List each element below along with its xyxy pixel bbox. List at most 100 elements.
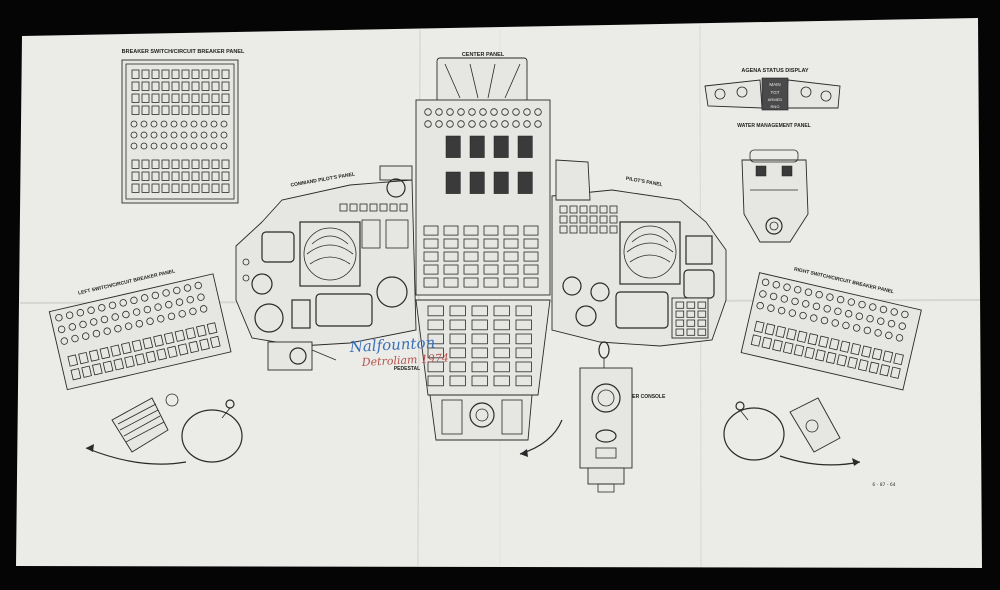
toggle-switch	[141, 105, 150, 115]
breaker-knob	[826, 293, 834, 301]
breaker-knob	[130, 131, 138, 139]
breaker-knob	[71, 334, 79, 343]
toggle-switch	[70, 368, 82, 381]
breaker-knob	[130, 296, 138, 305]
toggle-switch	[92, 363, 103, 376]
breaker-knob	[804, 288, 813, 296]
breaker-knob	[170, 120, 178, 128]
toggle-switch	[523, 238, 539, 249]
toggle-switch	[151, 81, 160, 91]
breaker-knob	[150, 131, 158, 139]
toggle-switch	[423, 238, 439, 249]
toggle-switch	[515, 319, 532, 331]
breaker-knob	[150, 142, 158, 150]
toggle-switch	[599, 215, 608, 224]
breaker-knob	[885, 331, 893, 340]
command-pilot-panel: COMMAND PILOT'S PANEL	[235, 165, 417, 371]
toggle-switch	[181, 81, 190, 91]
breaker-knob	[111, 313, 119, 321]
toggle-switch	[211, 69, 220, 79]
toggle-switch	[201, 105, 210, 115]
breaker-knob	[874, 329, 882, 337]
toggle-switch	[113, 358, 125, 371]
toggle-switch	[181, 159, 190, 169]
toggle-switch	[423, 251, 439, 262]
breaker-knob	[87, 306, 95, 314]
toggle-switch	[379, 203, 388, 212]
agena-armed-light: ARMED	[768, 97, 783, 102]
toggle-switch	[796, 330, 808, 343]
breaker-knob	[446, 108, 454, 116]
figure-number: 6 - 87 - 64	[872, 482, 895, 488]
toggle-switch	[171, 159, 180, 169]
breaker-knob	[140, 131, 148, 139]
toggle-switch	[857, 359, 869, 372]
toggle-switch	[569, 215, 578, 224]
toggle-switch	[171, 171, 180, 181]
toggle-switch	[145, 350, 157, 363]
toggle-switch	[163, 332, 175, 345]
toggle-switch	[686, 301, 696, 309]
breaker-knob	[788, 309, 797, 317]
toggle-switch	[427, 319, 444, 331]
breaker-knob	[167, 312, 176, 321]
breaker-knob	[100, 315, 109, 324]
right-hand-controller	[723, 397, 861, 466]
breaker-knob	[457, 108, 465, 116]
toggle-switch	[191, 105, 200, 115]
toggle-switch	[825, 351, 837, 364]
indicator-light	[493, 135, 509, 158]
agena-rng-light: RNG	[771, 104, 780, 109]
toggle-switch	[559, 215, 568, 224]
toggle-switch	[339, 203, 348, 212]
toggle-switch	[449, 375, 466, 387]
toggle-switch	[185, 327, 196, 340]
breaker-knob	[132, 308, 141, 316]
breaker-switch-grid	[130, 69, 230, 193]
breaker-knob	[479, 120, 487, 128]
agena-title: AGENA STATUS DISPLAY	[741, 68, 809, 74]
toggle-switch	[493, 305, 510, 317]
toggle-switch	[515, 375, 532, 387]
toggle-switch	[174, 329, 186, 342]
breaker-knob	[140, 294, 149, 302]
toggle-switch	[589, 205, 598, 214]
toggle-switch	[503, 277, 519, 288]
toggle-switch	[211, 183, 220, 193]
toggle-switch	[599, 225, 608, 234]
toggle-switch	[191, 93, 200, 103]
breaker-knob	[842, 321, 850, 330]
toggle-switch	[761, 336, 773, 350]
toggle-switch	[463, 225, 479, 236]
toggle-switch	[141, 81, 150, 91]
breaker-knob	[877, 317, 885, 325]
toggle-switch	[471, 319, 488, 331]
signature-line-1: Nalfounton	[348, 334, 435, 357]
toggle-switch	[879, 364, 891, 377]
toggle-switch	[861, 345, 872, 358]
toggle-switch	[815, 349, 826, 362]
breaker-knob	[200, 120, 208, 128]
toggle-switch	[675, 301, 685, 309]
breaker-knob	[79, 320, 87, 329]
toggle-switch	[191, 69, 200, 79]
toggle-switch	[868, 361, 880, 374]
toggle-switch	[697, 301, 707, 309]
toggle-switch	[171, 93, 180, 103]
breaker-knob	[108, 301, 117, 309]
toggle-switch	[782, 341, 794, 355]
breaker-knob	[194, 281, 202, 290]
breaker-knob	[180, 120, 188, 128]
toggle-switch	[523, 264, 539, 275]
toggle-switch	[579, 225, 588, 234]
breaker-knob	[189, 307, 197, 316]
toggle-switch	[427, 375, 444, 387]
breaker-knob	[895, 334, 904, 342]
water-management-panel: WATER MANAGEMENT PANEL	[737, 123, 811, 243]
toggle-switch	[181, 171, 190, 181]
left-breaker-grid	[55, 281, 221, 381]
toggle-switch	[443, 277, 459, 288]
breaker-knob	[468, 108, 476, 116]
pedestal: PEDESTAL	[394, 299, 551, 441]
toggle-switch	[181, 105, 190, 115]
